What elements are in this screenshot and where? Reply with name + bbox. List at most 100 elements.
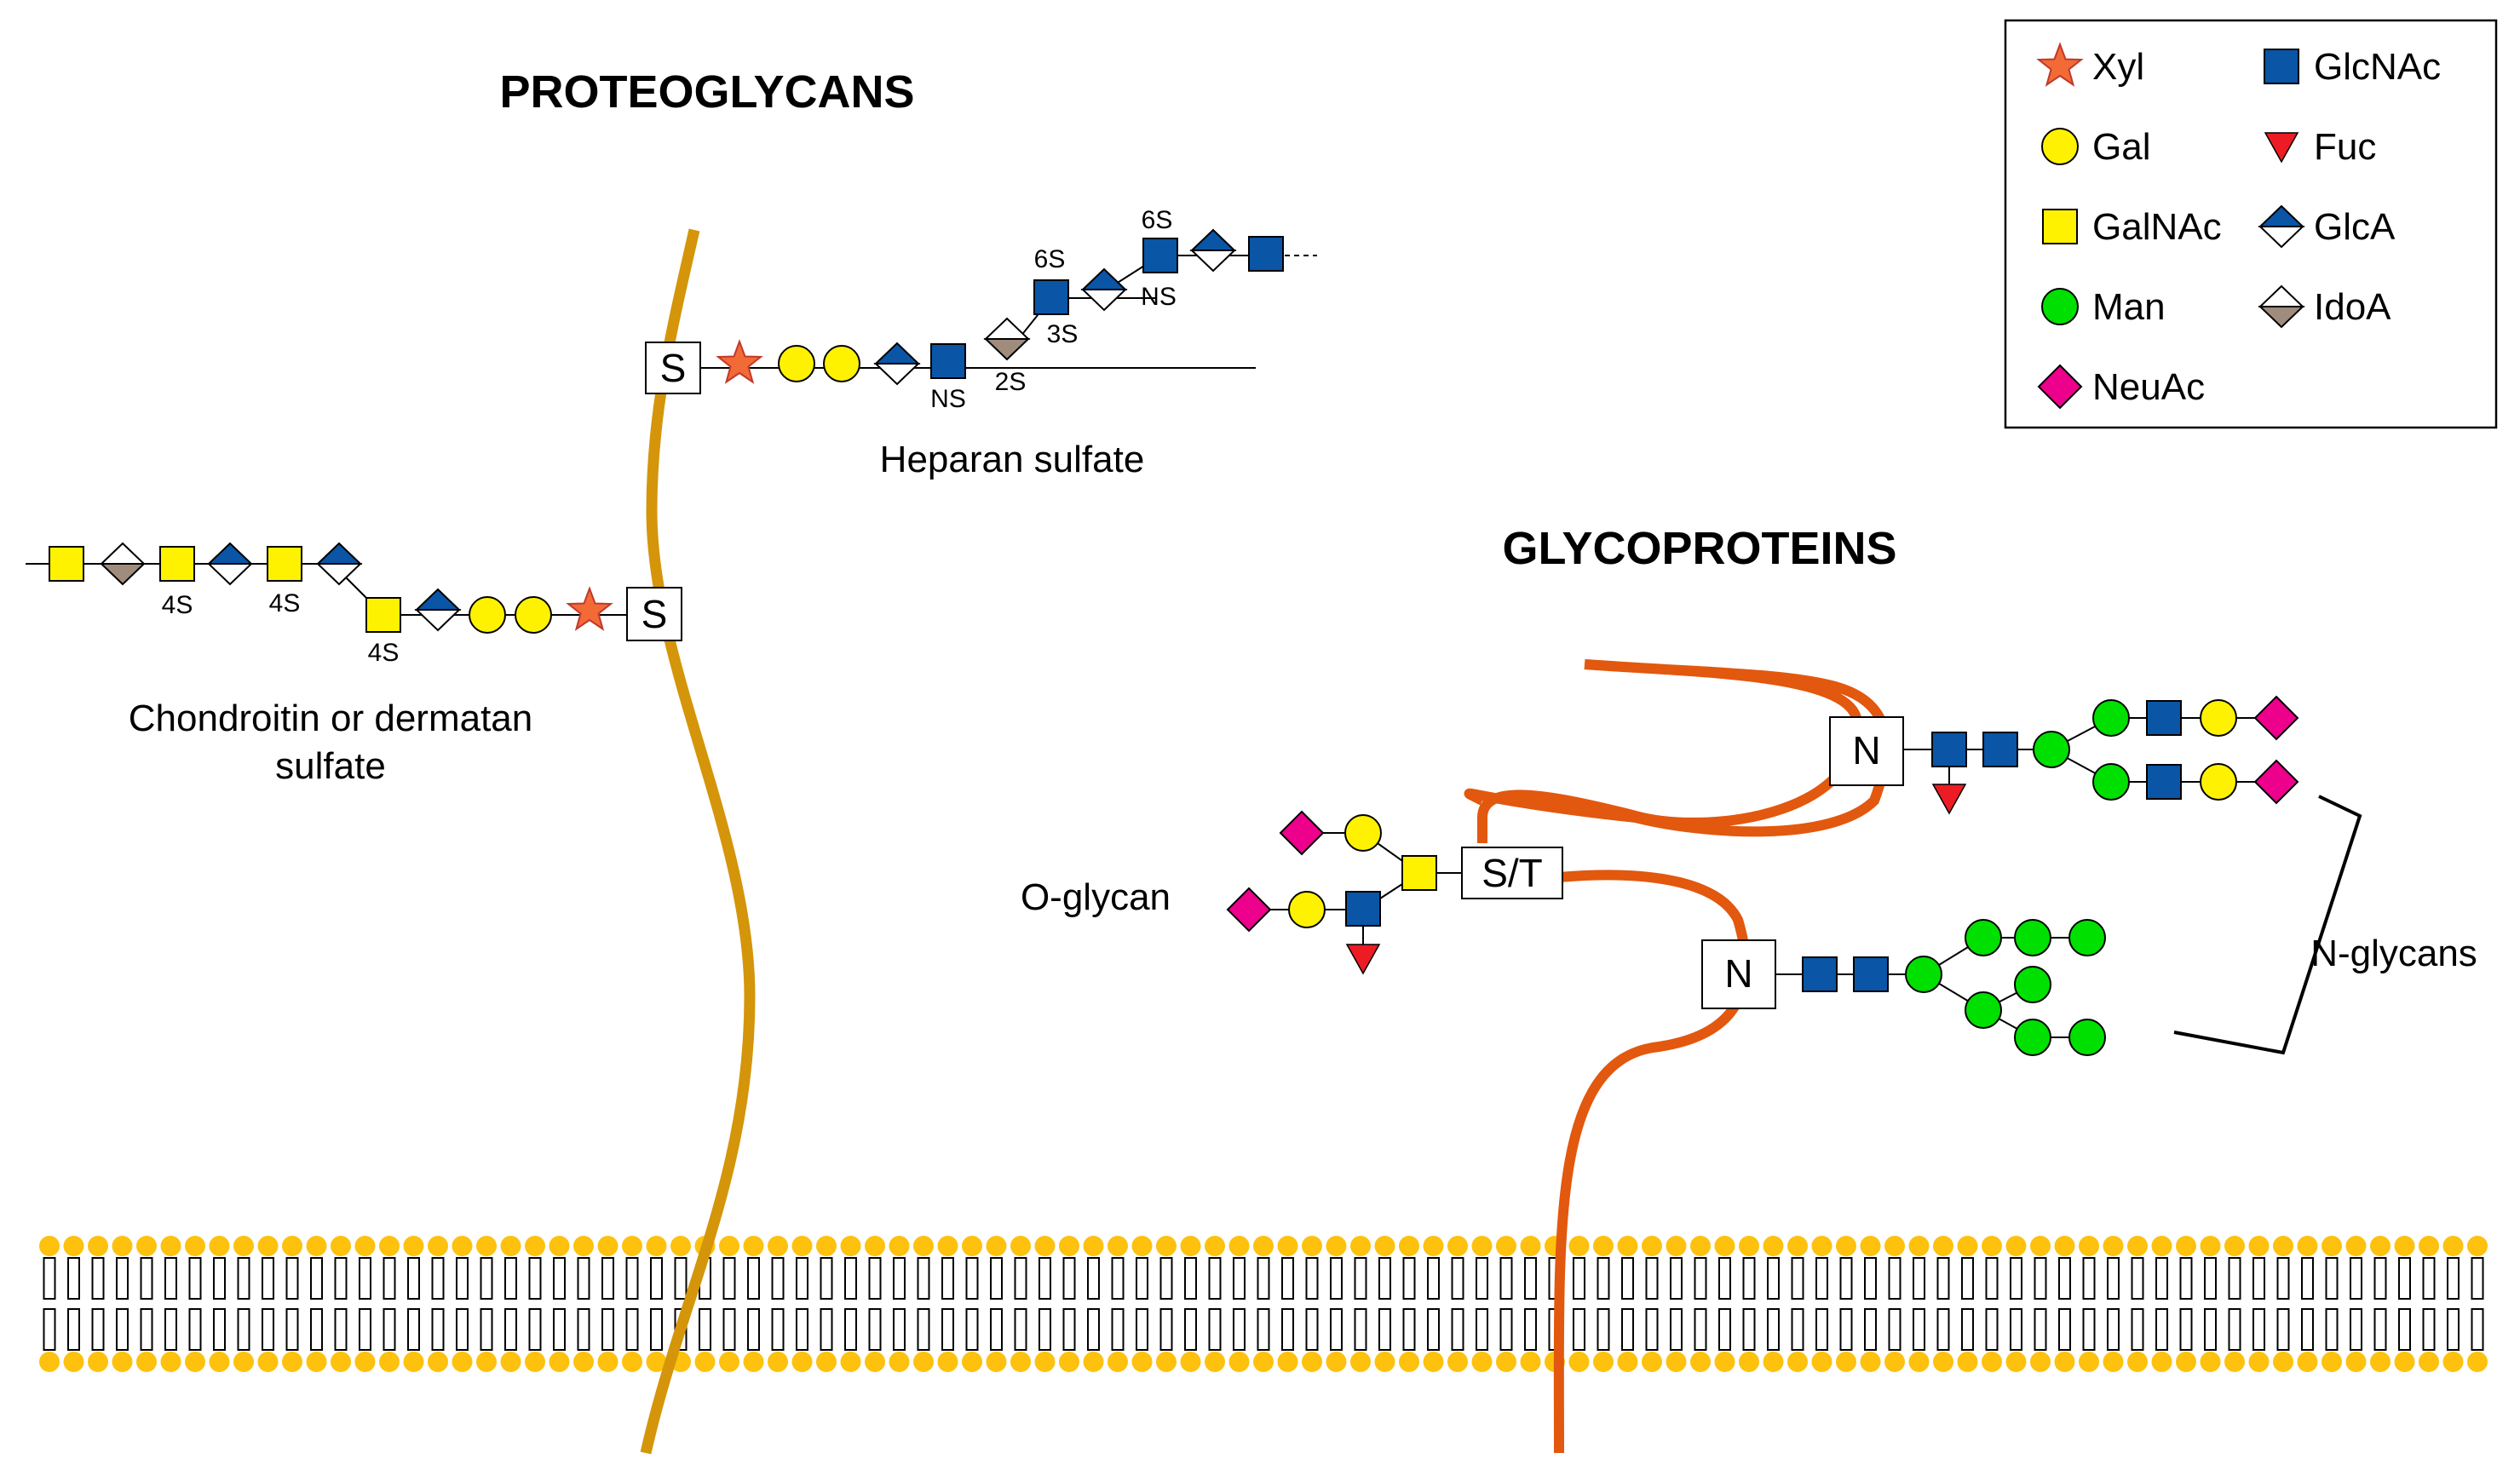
lipid-molecule xyxy=(1276,1235,1299,1373)
glcnac-square-icon xyxy=(1248,236,1284,272)
neuac-diamond-icon xyxy=(1227,887,1271,932)
legend-glcnac-label: GlcNAc xyxy=(2314,46,2441,88)
lipid-molecule xyxy=(1810,1235,1833,1373)
legend-neuac-label: NeuAc xyxy=(2092,366,2205,408)
label-chondroitin-line2: sulfate xyxy=(275,745,386,787)
serine-box-heparan: S xyxy=(645,342,701,394)
label-o-glycan: O-glycan xyxy=(1021,876,1171,918)
lipid-molecule xyxy=(2102,1235,2125,1373)
lipid-molecule xyxy=(2175,1235,2197,1373)
galnac-square-icon xyxy=(365,597,401,633)
lipid-molecule xyxy=(985,1235,1008,1373)
gal-circle-icon xyxy=(515,596,552,634)
man-circle-icon xyxy=(1965,991,2002,1029)
modification-label: 2S xyxy=(995,368,1027,396)
lipid-molecule xyxy=(2418,1235,2440,1373)
gal-circle-icon xyxy=(1344,814,1382,852)
lipid-molecule xyxy=(1592,1235,1614,1373)
lipid-molecule xyxy=(1325,1235,1348,1373)
lipid-molecule xyxy=(815,1235,837,1373)
lipid-molecule xyxy=(1179,1235,1202,1373)
lipid-molecule xyxy=(1616,1235,1639,1373)
glca-diamond-icon xyxy=(1082,268,1126,311)
lipid-molecule xyxy=(1568,1235,1591,1373)
lipid-molecule xyxy=(1058,1235,1080,1373)
lipid-molecule xyxy=(135,1235,158,1373)
lipid-molecule xyxy=(2393,1235,2416,1373)
man-circle-icon xyxy=(2092,763,2130,801)
heading-proteoglycans: PROTEOGLYCANS xyxy=(499,66,914,118)
lipid-molecule xyxy=(1641,1235,1663,1373)
glcnac-square-icon xyxy=(1802,956,1838,992)
lipid-molecule xyxy=(864,1235,886,1373)
lipid-molecule xyxy=(2466,1235,2488,1373)
man-circle-icon xyxy=(1905,956,1942,993)
lipid-molecule xyxy=(2078,1235,2100,1373)
lipid-molecule xyxy=(1738,1235,1760,1373)
lipid-molecule xyxy=(936,1235,959,1373)
n-glycans-bracket xyxy=(2173,795,2362,1055)
lipid-molecule xyxy=(256,1235,279,1373)
galnac-square-icon xyxy=(49,546,84,582)
glycan-linkage-lines xyxy=(26,255,2276,1038)
glcnac-square-icon xyxy=(1853,956,1889,992)
lipid-molecule xyxy=(281,1235,303,1373)
glca-diamond-icon xyxy=(208,543,252,585)
lipid-molecule xyxy=(2053,1235,2076,1373)
lipid-molecule xyxy=(330,1235,352,1373)
lipid-bilayer xyxy=(38,1235,2488,1373)
lipid-molecule xyxy=(2150,1235,2173,1373)
lipid-molecule xyxy=(2224,1235,2246,1373)
lipid-molecule xyxy=(1422,1235,1445,1373)
lipid-molecule xyxy=(2345,1235,2368,1373)
lipid-molecule xyxy=(1713,1235,1736,1373)
lipid-molecule xyxy=(1301,1235,1323,1373)
glca-diamond-icon xyxy=(1191,229,1235,272)
lipid-molecule xyxy=(2369,1235,2391,1373)
neuac-diamond-icon xyxy=(2254,696,2298,740)
glcnac-square-icon xyxy=(1142,238,1178,273)
xyl-star-icon xyxy=(567,588,612,630)
lipid-molecule xyxy=(38,1235,60,1373)
lipid-molecule xyxy=(184,1235,206,1373)
lipid-molecule xyxy=(1010,1235,1032,1373)
lipid-molecule xyxy=(2321,1235,2343,1373)
lipid-molecule xyxy=(2442,1235,2465,1373)
n-glycan-high-mannose xyxy=(1802,919,2106,1056)
lipid-molecule xyxy=(1859,1235,1882,1373)
man-circle-icon xyxy=(2014,966,2051,1003)
modification-label: 6S xyxy=(1142,206,1173,234)
n-glycan-complex xyxy=(1931,696,2298,814)
lipid-molecule xyxy=(1786,1235,1809,1373)
lipid-molecule xyxy=(524,1235,546,1373)
residue-label: N xyxy=(1724,951,1752,996)
residue-label: S/T xyxy=(1482,851,1543,895)
lipid-molecule xyxy=(1956,1235,1979,1373)
glca-diamond-icon xyxy=(416,589,460,631)
lipid-molecule xyxy=(1107,1235,1129,1373)
modification-label: 4S xyxy=(269,589,301,617)
asparagine-box-top: N xyxy=(1829,716,1904,786)
heading-glycoproteins: GLYCOPROTEINS xyxy=(1502,523,1896,574)
lipid-molecule xyxy=(1932,1235,1954,1373)
ser-thr-box: S/T xyxy=(1461,847,1563,899)
glcnac-square-icon xyxy=(930,343,966,379)
lipid-molecule xyxy=(1907,1235,1930,1373)
lipid-molecule xyxy=(888,1235,911,1373)
lipid-molecule xyxy=(1835,1235,1857,1373)
gal-circle-icon xyxy=(469,596,506,634)
lipid-molecule xyxy=(1519,1235,1542,1373)
lipid-molecule xyxy=(645,1235,668,1373)
lipid-molecule xyxy=(1349,1235,1372,1373)
glcnac-square-icon xyxy=(1033,279,1069,315)
legend-man-label: Man xyxy=(2092,286,2166,328)
lipid-molecule xyxy=(791,1235,814,1373)
lipid-molecule xyxy=(159,1235,182,1373)
lipid-molecule xyxy=(742,1235,765,1373)
legend-galnac-icon xyxy=(2042,209,2078,244)
fuc-triangle-icon xyxy=(1932,784,1966,814)
legend-glca-label: GlcA xyxy=(2314,206,2396,248)
legend-xyl-label: Xyl xyxy=(2092,46,2144,88)
legend-glcnac-icon xyxy=(2264,49,2299,84)
